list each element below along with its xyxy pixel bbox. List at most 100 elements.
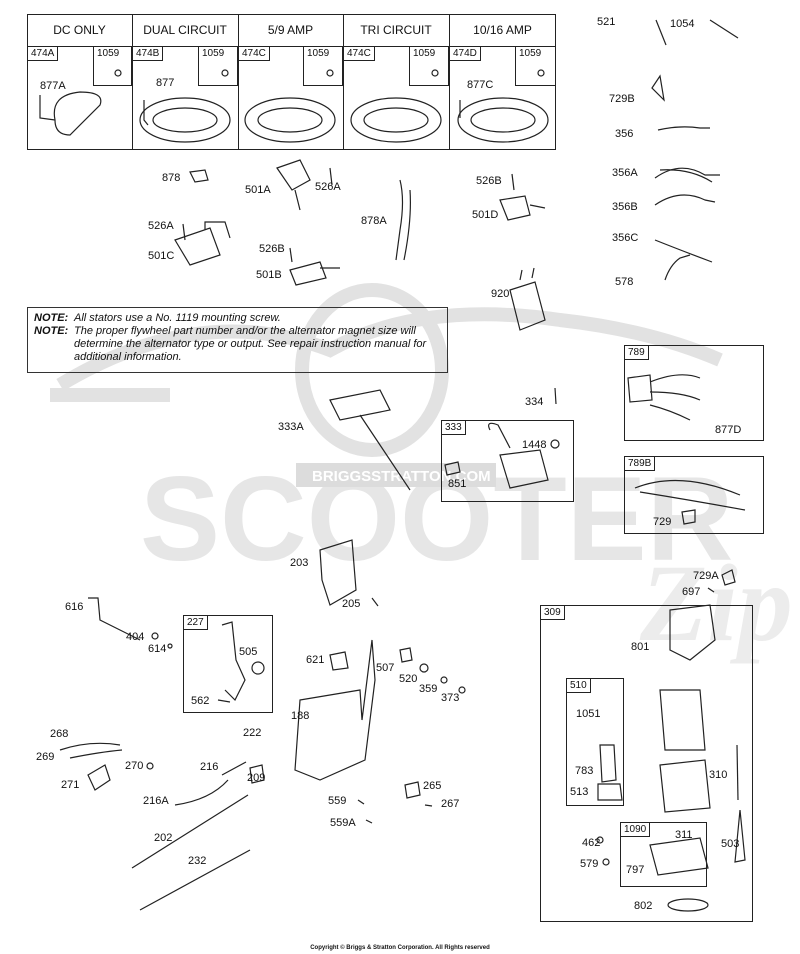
part-label: 877D xyxy=(715,424,742,436)
part-label: 269 xyxy=(36,751,55,763)
part-label: 1448 xyxy=(522,439,547,451)
part-label: 559 xyxy=(328,795,347,807)
note-line: The proper flywheel part number and/or t… xyxy=(74,325,427,363)
note-label: NOTE: xyxy=(34,325,69,337)
box-789 xyxy=(624,345,764,441)
stator-tag: 474A xyxy=(27,46,59,61)
part-label: 501C xyxy=(148,250,175,262)
screw-tag: 1059 xyxy=(93,46,132,86)
header-title: 10/16 AMP xyxy=(473,23,532,37)
part-label: 205 xyxy=(342,598,361,610)
part-label: 877 xyxy=(156,77,175,89)
part-label: 271 xyxy=(61,779,80,791)
part-label: 505 xyxy=(239,646,258,658)
part-label: 614 xyxy=(148,643,167,655)
part-label: 513 xyxy=(570,786,589,798)
part-label: 216A xyxy=(143,795,169,807)
stator-tag: 474C xyxy=(343,46,375,61)
header-title: 5/9 AMP xyxy=(267,23,314,37)
part-label: 356 xyxy=(615,128,634,140)
part-label: 877A xyxy=(40,80,66,92)
part-label: 209 xyxy=(247,772,266,784)
part-label: 356B xyxy=(612,201,638,213)
part-label: 878A xyxy=(361,215,387,227)
part-label: 202 xyxy=(154,832,173,844)
part-label: 333A xyxy=(278,421,304,433)
screw-tag: 1059 xyxy=(515,46,556,86)
header-title: DUAL CIRCUIT xyxy=(143,23,227,37)
box-510 xyxy=(566,678,624,806)
part-label: 268 xyxy=(50,728,69,740)
part-label: 621 xyxy=(306,654,325,666)
part-label: 729 xyxy=(653,516,672,528)
part-label: 783 xyxy=(575,765,594,777)
part-label: 797 xyxy=(626,864,645,876)
part-label: 801 xyxy=(631,641,650,653)
part-label: 311 xyxy=(675,829,693,841)
part-label: 562 xyxy=(191,695,210,707)
part-label: 501D xyxy=(472,209,499,221)
box-tag: 789 xyxy=(624,345,649,360)
part-label: 359 xyxy=(419,683,438,695)
part-label: 878 xyxy=(162,172,181,184)
part-label: 521 xyxy=(597,16,616,28)
box-tag: 1090 xyxy=(620,822,651,837)
box-789b xyxy=(624,456,764,534)
col-divider xyxy=(132,14,133,150)
screw-tag: 1059 xyxy=(409,46,449,86)
part-label: 616 xyxy=(65,601,84,613)
part-label: 188 xyxy=(291,710,310,722)
part-label: 920 xyxy=(491,288,510,300)
screw-tag: 1059 xyxy=(303,46,343,86)
part-label: 559A xyxy=(330,817,356,829)
box-tag: 309 xyxy=(540,605,565,620)
stator-tag: 474D xyxy=(449,46,481,61)
part-label: 232 xyxy=(188,855,207,867)
screw-icon xyxy=(114,69,545,77)
part-label: 462 xyxy=(582,837,601,849)
part-label: 729A xyxy=(693,570,719,582)
copyright-text: Copyright © Briggs & Stratton Corporatio… xyxy=(310,945,490,951)
header-divider xyxy=(27,46,556,47)
part-label: 579 xyxy=(580,858,599,870)
box-tag: 510 xyxy=(566,678,591,693)
part-label: 578 xyxy=(615,276,634,288)
part-label: 265 xyxy=(423,780,442,792)
header-title: TRI CIRCUIT xyxy=(360,23,432,37)
part-label: 503 xyxy=(721,838,740,850)
part-label: 356A xyxy=(612,167,638,179)
part-label: 310 xyxy=(709,769,728,781)
box-227 xyxy=(183,615,273,713)
part-label: 526A xyxy=(315,181,341,193)
box-309 xyxy=(540,605,753,922)
box-333 xyxy=(441,420,574,502)
stator-tag: 474B xyxy=(132,46,164,61)
part-label: 356C xyxy=(612,232,639,244)
note-box: NOTE: All stators use a No. 1119 mounting… xyxy=(27,307,448,373)
note-line: All stators use a No. 1119 mounting scre… xyxy=(74,312,281,324)
part-label: 526B xyxy=(476,175,502,187)
part-label: 222 xyxy=(243,727,262,739)
part-label: 526A xyxy=(148,220,174,232)
part-label: 270 xyxy=(125,760,144,772)
part-label: 501B xyxy=(256,269,282,281)
part-label: 526B xyxy=(259,243,285,255)
part-label: 501A xyxy=(245,184,271,196)
part-label: 203 xyxy=(290,557,309,569)
col-divider xyxy=(343,14,344,150)
part-label: 1051 xyxy=(576,708,601,720)
part-label: 1054 xyxy=(670,18,695,30)
box-1090 xyxy=(620,822,707,887)
part-label: 520 xyxy=(399,673,418,685)
part-label: 373 xyxy=(441,692,460,704)
part-label: 697 xyxy=(682,586,701,598)
part-label: 267 xyxy=(441,798,460,810)
col-divider xyxy=(238,14,239,150)
box-tag: 227 xyxy=(183,615,208,630)
part-label: 507 xyxy=(376,662,395,674)
stator-icon xyxy=(53,91,549,143)
screw-tag: 1059 xyxy=(198,46,238,86)
header-title: DC ONLY xyxy=(53,23,106,37)
